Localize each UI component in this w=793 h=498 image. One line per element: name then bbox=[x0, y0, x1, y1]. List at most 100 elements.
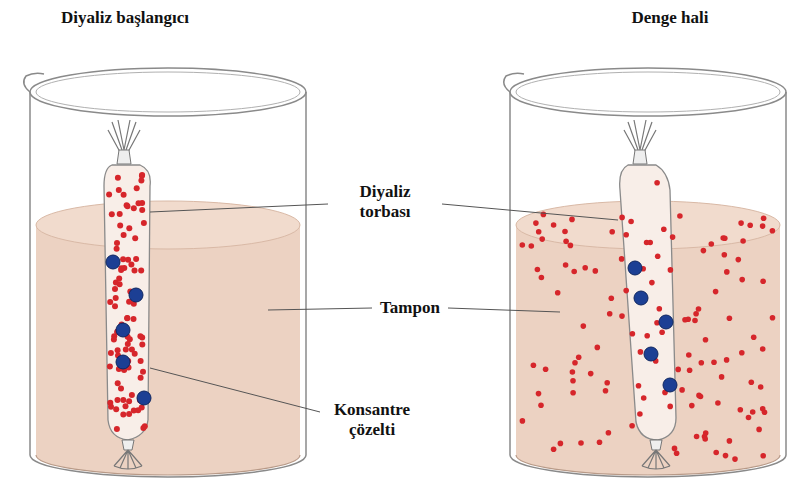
small-molecule bbox=[536, 229, 542, 235]
small-molecule bbox=[703, 430, 709, 436]
small-molecule bbox=[623, 232, 629, 238]
leader-lines bbox=[150, 204, 618, 412]
small-molecule bbox=[699, 360, 705, 366]
small-molecule bbox=[760, 279, 766, 285]
large-molecule bbox=[137, 391, 151, 405]
small-molecule bbox=[134, 185, 140, 191]
small-molecule bbox=[121, 232, 127, 238]
small-molecule bbox=[701, 248, 707, 254]
small-molecule bbox=[115, 175, 121, 181]
small-molecule bbox=[760, 453, 766, 459]
small-molecule bbox=[535, 267, 541, 273]
small-molecule bbox=[758, 384, 764, 390]
small-molecule bbox=[582, 265, 588, 271]
small-molecule bbox=[724, 357, 730, 363]
small-molecule bbox=[661, 227, 667, 233]
small-molecule bbox=[723, 453, 729, 459]
small-molecule bbox=[538, 402, 544, 408]
small-molecule bbox=[126, 398, 132, 404]
large-molecule bbox=[116, 355, 130, 369]
small-molecule bbox=[572, 360, 578, 366]
small-molecule bbox=[593, 268, 599, 274]
small-molecule bbox=[123, 403, 129, 409]
small-molecule bbox=[569, 217, 575, 223]
small-molecule bbox=[536, 391, 542, 397]
small-molecule bbox=[649, 280, 655, 286]
small-molecule bbox=[679, 387, 685, 393]
small-molecule bbox=[520, 418, 526, 424]
small-molecule bbox=[107, 400, 113, 406]
small-molecule bbox=[112, 303, 118, 309]
small-molecule bbox=[117, 223, 123, 229]
large-molecule bbox=[663, 378, 677, 392]
small-molecule bbox=[539, 236, 545, 242]
small-molecule bbox=[581, 323, 587, 329]
small-molecule bbox=[116, 187, 122, 193]
small-molecule bbox=[696, 393, 702, 399]
small-molecule bbox=[541, 212, 547, 218]
small-molecule bbox=[121, 192, 127, 198]
small-molecule bbox=[595, 345, 601, 351]
small-molecule bbox=[727, 438, 733, 444]
small-molecule bbox=[531, 363, 537, 369]
small-molecule bbox=[120, 397, 126, 403]
part-label: Konsantre çözelti bbox=[322, 400, 422, 440]
small-molecule bbox=[722, 235, 728, 241]
small-molecule bbox=[563, 238, 569, 244]
small-molecule bbox=[719, 374, 725, 380]
small-molecule bbox=[760, 406, 766, 412]
small-molecule bbox=[551, 446, 557, 452]
large-molecule bbox=[659, 315, 673, 329]
small-molecule bbox=[114, 426, 120, 432]
small-molecule bbox=[675, 367, 681, 373]
small-molecule bbox=[732, 456, 738, 462]
small-molecule bbox=[106, 191, 112, 197]
small-molecule bbox=[142, 423, 148, 429]
small-molecule bbox=[139, 172, 145, 178]
small-molecule bbox=[132, 267, 138, 273]
beaker-heading: Diyaliz başlangıcı bbox=[20, 8, 230, 28]
small-molecule bbox=[555, 290, 561, 296]
small-molecule bbox=[756, 427, 762, 433]
small-molecule bbox=[570, 378, 576, 384]
small-molecule bbox=[623, 288, 629, 294]
large-molecule bbox=[644, 347, 658, 361]
small-molecule bbox=[551, 222, 557, 228]
small-molecule bbox=[637, 411, 643, 417]
small-molecule bbox=[715, 400, 721, 406]
small-molecule bbox=[670, 234, 676, 240]
small-molecule bbox=[713, 289, 719, 295]
small-molecule bbox=[132, 351, 138, 357]
small-molecule bbox=[619, 256, 625, 262]
small-molecule bbox=[137, 333, 143, 339]
small-molecule bbox=[609, 229, 615, 235]
small-molecule bbox=[619, 313, 625, 319]
small-molecule bbox=[740, 238, 746, 244]
small-molecule bbox=[692, 318, 698, 324]
small-molecule bbox=[123, 346, 129, 352]
small-molecule bbox=[141, 220, 147, 226]
large-molecule bbox=[634, 291, 648, 305]
small-molecule bbox=[739, 277, 745, 283]
small-molecule bbox=[116, 275, 122, 281]
small-molecule bbox=[115, 347, 121, 353]
small-molecule bbox=[761, 216, 767, 222]
small-molecule bbox=[747, 222, 753, 228]
small-molecule bbox=[126, 225, 132, 231]
small-molecule bbox=[113, 406, 119, 412]
small-molecule bbox=[738, 407, 744, 413]
small-molecule bbox=[107, 299, 113, 305]
small-molecule bbox=[520, 242, 526, 248]
small-molecule bbox=[629, 423, 635, 429]
small-molecule bbox=[724, 269, 730, 275]
small-molecule bbox=[140, 369, 146, 375]
small-molecule bbox=[124, 202, 130, 208]
small-molecule bbox=[682, 317, 688, 323]
small-molecule bbox=[132, 235, 138, 241]
small-molecule bbox=[630, 331, 636, 337]
small-molecule bbox=[687, 367, 693, 373]
small-molecule bbox=[108, 350, 114, 356]
small-molecule bbox=[659, 329, 665, 335]
small-molecule bbox=[654, 180, 660, 186]
